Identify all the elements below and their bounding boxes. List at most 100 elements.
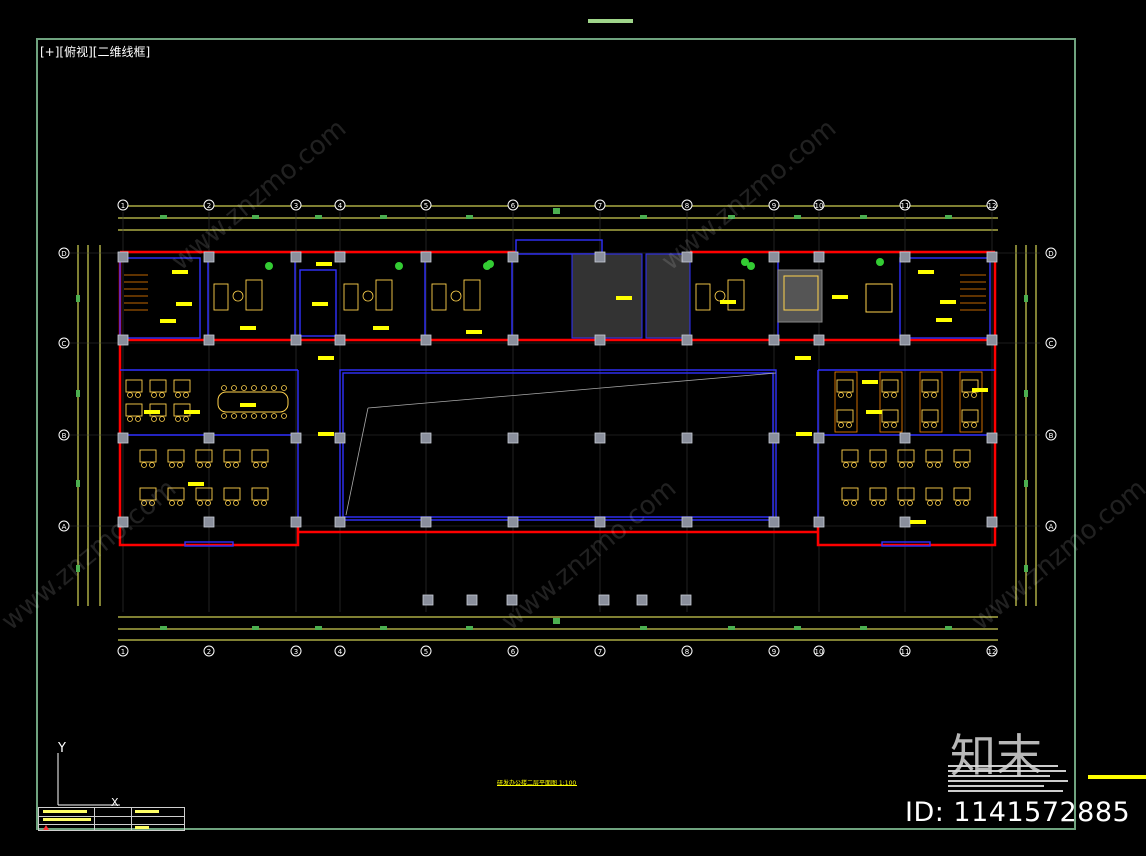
office-chair (362, 290, 374, 302)
desk-unit (897, 449, 915, 463)
structural-column (117, 251, 129, 263)
chair (838, 422, 844, 428)
axis-bubble (986, 199, 998, 211)
chair (149, 500, 155, 506)
meeting-set (783, 275, 819, 311)
axis-bubble-label: A (62, 523, 67, 531)
axis-bubble-label: 2 (207, 202, 211, 210)
chair (251, 413, 257, 419)
chair (891, 392, 897, 398)
chair (159, 392, 165, 398)
desk-unit (921, 409, 939, 423)
chair (843, 462, 849, 468)
watermark-logo: 知末 (950, 729, 1042, 783)
structural-column (507, 432, 519, 444)
office-chair (232, 290, 244, 302)
structural-column (290, 251, 302, 263)
room-label-tag (144, 410, 160, 414)
desk-unit (881, 409, 899, 423)
layout-paper-border (36, 38, 1076, 830)
chair (963, 500, 969, 506)
structural-column (986, 516, 998, 528)
office-sofa (375, 279, 393, 311)
desk-unit (961, 409, 979, 423)
stairs-right (960, 274, 986, 311)
room-label-tag (720, 300, 736, 304)
chair (899, 462, 905, 468)
axis-bubble (58, 247, 70, 259)
structural-column (290, 432, 302, 444)
room-label-tag (172, 270, 188, 274)
chair (851, 462, 857, 468)
room-label-tag (316, 262, 332, 266)
chair (175, 392, 181, 398)
chair (935, 500, 941, 506)
office-sofa (727, 279, 745, 311)
axis-bubble (334, 645, 346, 657)
structural-column (203, 432, 215, 444)
dimension-ticks (76, 208, 1028, 630)
chair (261, 462, 267, 468)
axis-bubble-label: 7 (598, 202, 602, 210)
axis-bubble (1045, 429, 1057, 441)
chair (197, 500, 203, 506)
axis-bubble (507, 645, 519, 657)
axis-bubble-label: 9 (772, 648, 776, 656)
room-label-tag (616, 296, 632, 300)
workstation-partition (834, 371, 858, 433)
desk-unit (961, 379, 979, 393)
axis-bubble (420, 199, 432, 211)
top-dimension-lines (118, 205, 998, 231)
desk-unit (125, 403, 143, 417)
axis-bubble (58, 337, 70, 349)
axis-bubble (58, 429, 70, 441)
general-notes (948, 762, 1073, 822)
chair (963, 392, 969, 398)
structural-column (813, 251, 825, 263)
chair (233, 462, 239, 468)
axis-bubble (681, 645, 693, 657)
office-sofa (463, 279, 481, 311)
chair (151, 392, 157, 398)
structural-column (203, 334, 215, 346)
watermark-id-label: ID: 1141572885 (905, 797, 1131, 828)
axis-bubble-label: 7 (598, 648, 602, 656)
plant-icon (741, 258, 749, 266)
axis-bubble (813, 645, 825, 657)
chair (907, 462, 913, 468)
axis-bubble (1045, 520, 1057, 532)
axis-bubble-label: 5 (424, 648, 428, 656)
room-label-tag (188, 482, 204, 486)
bottom-dimension-lines (118, 616, 998, 641)
chair (907, 500, 913, 506)
axis-bubble-label: D (61, 250, 66, 258)
structural-column (681, 432, 693, 444)
axis-bubble-label: 5 (424, 202, 428, 210)
structural-column (420, 432, 432, 444)
chair (261, 385, 267, 391)
structural-column (334, 334, 346, 346)
axis-bubble-label: 6 (511, 648, 516, 656)
axis-bubble-label: 12 (988, 648, 997, 656)
axis-bubble (768, 199, 780, 211)
executive-desk (865, 283, 893, 313)
room-label-tag (940, 300, 956, 304)
axis-bubble-label: 10 (815, 648, 824, 656)
room-label-tag (972, 388, 988, 392)
office-desk (343, 283, 359, 311)
chair (225, 462, 231, 468)
viewport-controls-label[interactable]: [+][俯视][二维线框] (40, 45, 151, 59)
desk-unit (953, 487, 971, 501)
desk-unit (167, 487, 185, 501)
room-label-tag (936, 318, 952, 322)
office-desk (431, 283, 447, 311)
axis-bubble-label: 1 (121, 202, 125, 210)
structural-column (334, 251, 346, 263)
structural-column (680, 594, 692, 606)
axis-bubble-label: 6 (511, 202, 516, 210)
structural-column (594, 516, 606, 528)
room-label-tag (240, 403, 256, 407)
structural-column (768, 334, 780, 346)
desk-unit (953, 449, 971, 463)
